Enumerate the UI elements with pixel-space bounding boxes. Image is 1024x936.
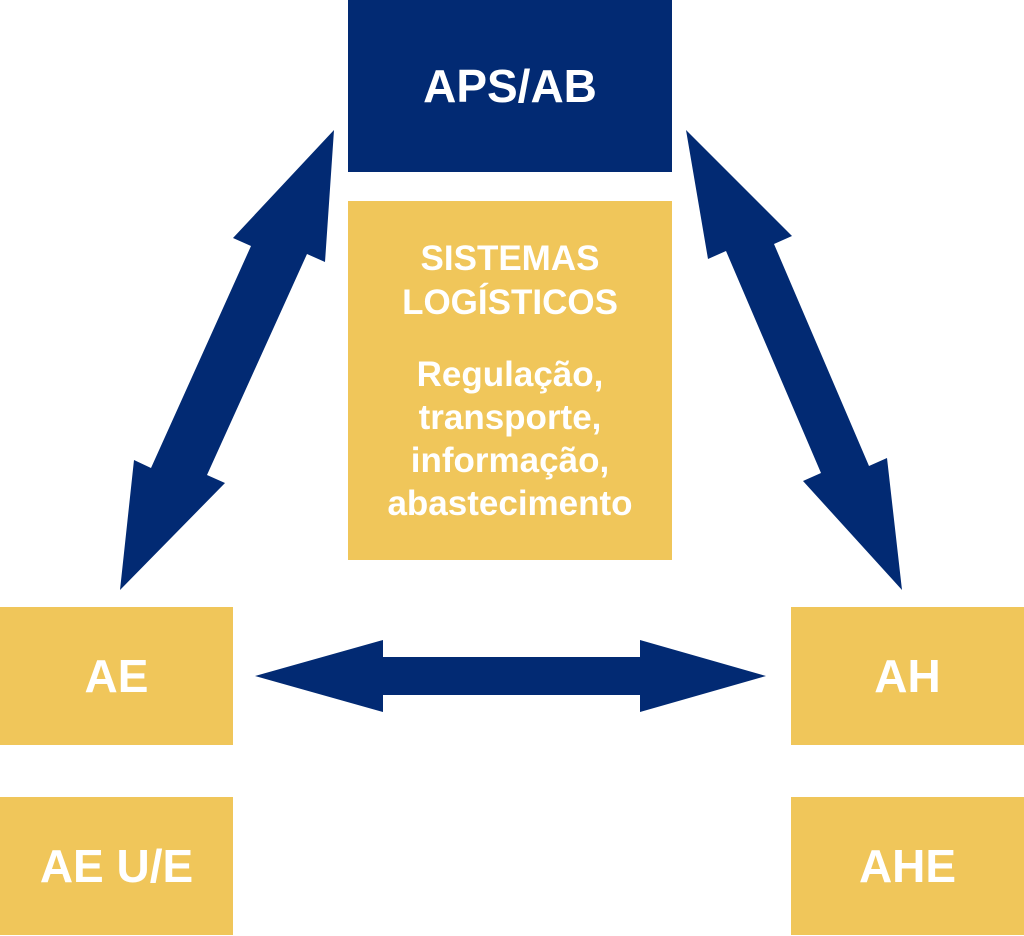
- ae-ue-box: AE U/E: [0, 797, 233, 935]
- logistic-systems-title: SISTEMAS LOGÍSTICOS: [402, 237, 618, 325]
- logistic-systems-box: SISTEMAS LOGÍSTICOS Regulação, transport…: [348, 201, 672, 560]
- ahe-label: AHE: [858, 840, 957, 892]
- aps-ab-label: APS/AB: [423, 60, 597, 112]
- ahe-box: AHE: [791, 797, 1024, 935]
- ah-label: AH: [874, 650, 941, 702]
- item-line-2: transporte,: [418, 397, 602, 437]
- item-line-1: Regulação,: [416, 354, 604, 394]
- aps-ab-box: APS/AB: [348, 0, 672, 172]
- title-line-2: LOGÍSTICOS: [402, 282, 618, 322]
- logistic-systems-items: Regulação, transporte, informação, abast…: [387, 353, 632, 525]
- item-line-3: informação,: [410, 440, 610, 480]
- ah-box: AH: [791, 607, 1024, 745]
- arrow-aps-ah: [686, 130, 902, 590]
- ae-label: AE: [84, 650, 149, 702]
- arrow-ae-ah: [255, 640, 766, 712]
- ae-box: AE: [0, 607, 233, 745]
- title-line-1: SISTEMAS: [420, 238, 600, 278]
- ae-ue-label: AE U/E: [39, 840, 194, 892]
- arrow-aps-ae: [120, 130, 334, 590]
- item-line-4: abastecimento: [387, 483, 633, 523]
